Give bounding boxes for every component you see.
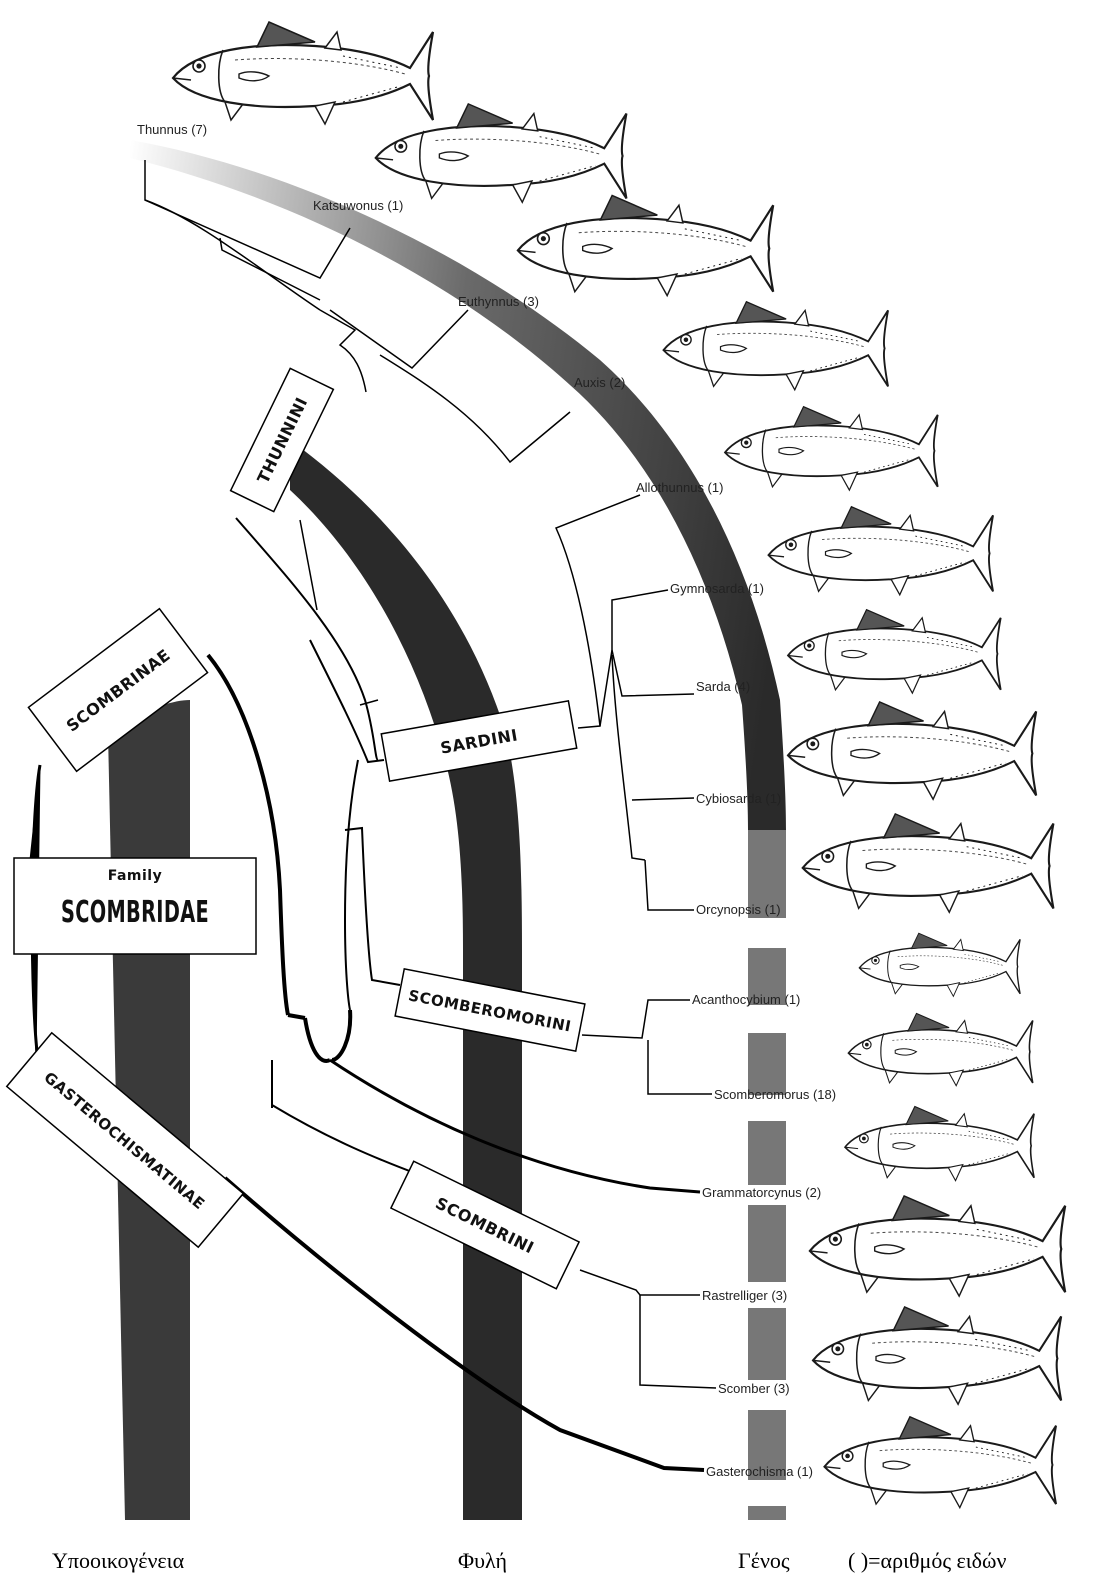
fish-illustration-icon	[813, 1307, 1061, 1404]
fish-illustration-icon	[845, 1106, 1034, 1180]
family-name: SCOMBRIDAE	[61, 895, 209, 930]
fish-illustration-icon	[810, 1196, 1065, 1296]
fish-illustration-icon	[725, 407, 938, 490]
genus-label: Thunnus (7)	[137, 122, 207, 137]
bottom-label-tribe: Φυλή	[458, 1548, 507, 1574]
genus-label: Cybiosarda (1)	[696, 791, 781, 806]
bottom-label-genus: Γένος	[738, 1548, 790, 1574]
genus-label: Gymnosarda (1)	[670, 581, 764, 596]
genus-label: Rastrelliger (3)	[702, 1288, 787, 1303]
genus-label: Sarda (4)	[696, 679, 750, 694]
genus-label: Gasterochisma (1)	[706, 1464, 813, 1479]
genus-label: Allothunnus (1)	[636, 480, 723, 495]
genus-label: Grammatorcynus (2)	[702, 1185, 821, 1200]
genus-label: Auxis (2)	[574, 375, 625, 390]
fish-illustration-icon	[848, 1013, 1032, 1085]
genus-label: Katsuwonus (1)	[313, 198, 403, 213]
fish-illustration-icon	[664, 302, 889, 390]
genus-label: Euthynnus (3)	[458, 294, 539, 309]
genus-label: Scomberomorus (18)	[714, 1087, 836, 1102]
genus-label: Acanthocybium (1)	[692, 992, 800, 1007]
family-box: Family SCOMBRIDAE	[14, 858, 256, 954]
fish-illustration-icon	[859, 933, 1020, 996]
fish-illustration-icon	[518, 195, 773, 295]
fish-illustration-icon	[803, 814, 1054, 912]
genus-label: Orcynopsis (1)	[696, 902, 781, 917]
fish-illustration-icon	[173, 22, 433, 124]
fish-illustration-icon	[824, 1417, 1056, 1508]
genus-label: Scomber (3)	[718, 1381, 790, 1396]
family-caption: Family	[108, 868, 163, 884]
fish-illustrations	[173, 22, 1065, 1508]
fish-illustration-icon	[769, 507, 994, 595]
fish-illustration-icon	[376, 104, 627, 202]
bottom-label-subfamily: Υποοικογένεια	[52, 1548, 184, 1574]
fish-illustration-icon	[788, 702, 1036, 799]
fish-illustration-icon	[788, 610, 1001, 693]
bottom-label-species-note: ( )=αριθμός ειδών	[848, 1548, 1006, 1574]
